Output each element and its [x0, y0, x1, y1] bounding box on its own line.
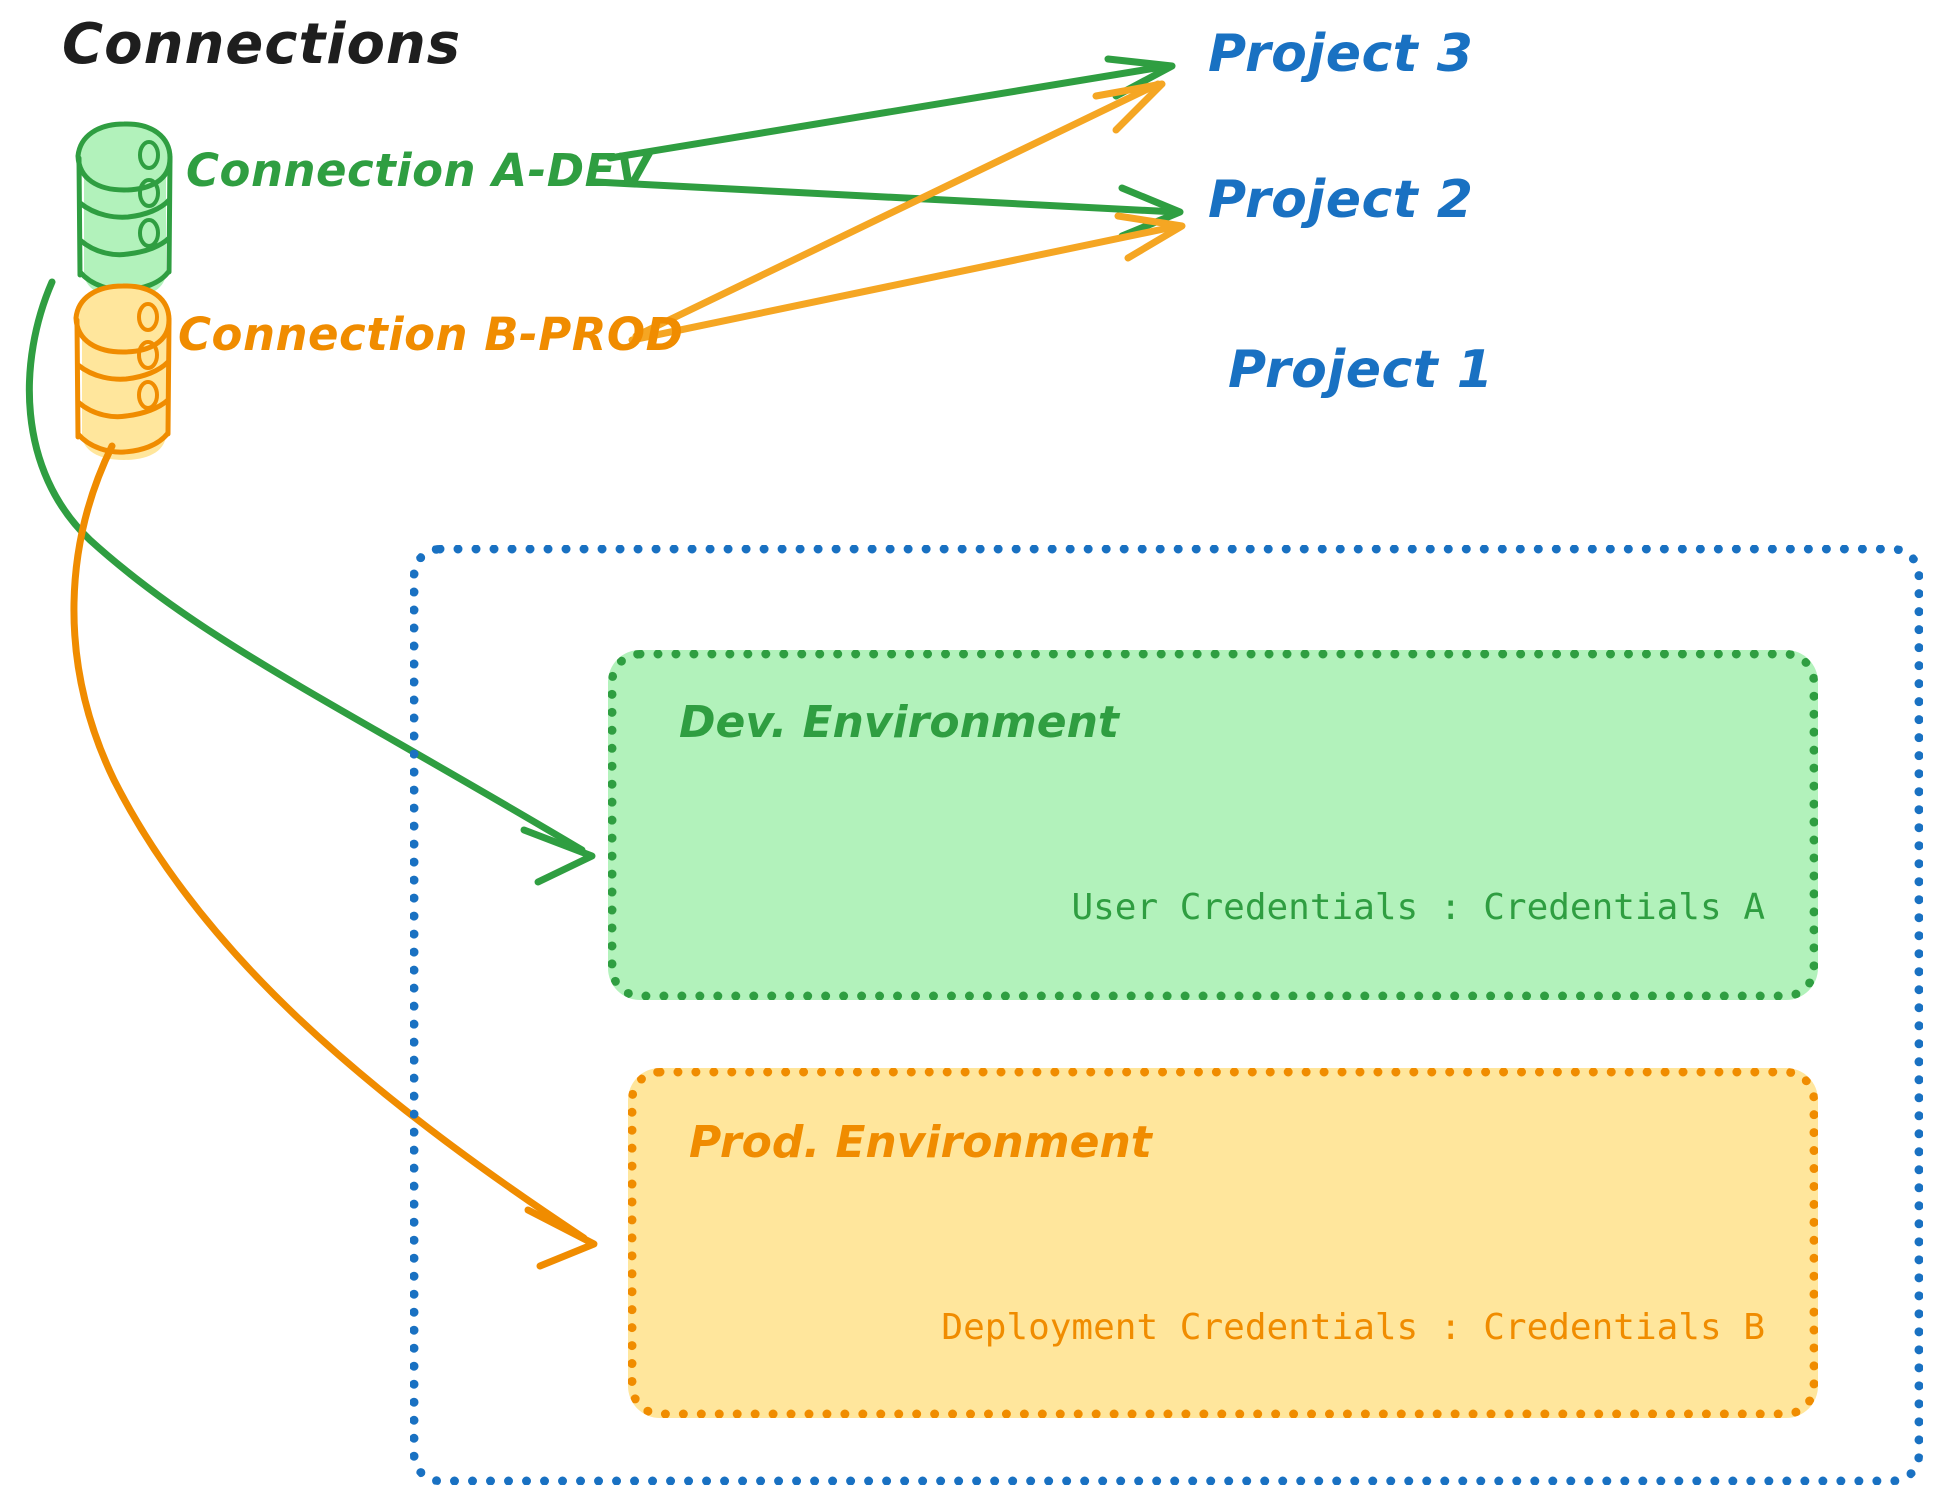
- edge-conn-b-to-project-3: [632, 80, 1166, 340]
- project-1-container: [410, 545, 1923, 1485]
- project-3-label[interactable]: Project 3: [1208, 24, 1474, 84]
- edge-conn-a-to-project-2: [592, 178, 1184, 240]
- edge-conn-a-to-dev-environment: [25, 278, 596, 886]
- project-2-label[interactable]: Project 2: [1208, 170, 1474, 230]
- edge-conn-a-to-project-3: [606, 55, 1176, 162]
- dev-environment-credentials: User Credentials : Credentials A: [1071, 887, 1765, 928]
- dev-environment-title: Dev. Environment: [679, 697, 1119, 748]
- page-title: Connections: [62, 12, 462, 77]
- database-cylinder-icon-dev: [75, 121, 173, 298]
- prod-environment-title: Prod. Environment: [689, 1117, 1152, 1168]
- prod-environment-box[interactable]: Prod. Environment Deployment Credentials…: [628, 1068, 1818, 1418]
- prod-environment-credentials: Deployment Credentials : Credentials B: [941, 1307, 1765, 1348]
- connection-a-dev-label[interactable]: Connection A-DEV: [186, 144, 652, 197]
- edge-conn-b-to-project-2: [628, 212, 1186, 344]
- project-1-label[interactable]: Project 1: [1228, 340, 1494, 400]
- database-cylinder-icon-prod: [73, 283, 172, 460]
- connection-b-prod-label[interactable]: Connection B-PROD: [178, 308, 684, 361]
- dev-environment-box[interactable]: Dev. Environment User Credentials : Cred…: [608, 650, 1818, 1000]
